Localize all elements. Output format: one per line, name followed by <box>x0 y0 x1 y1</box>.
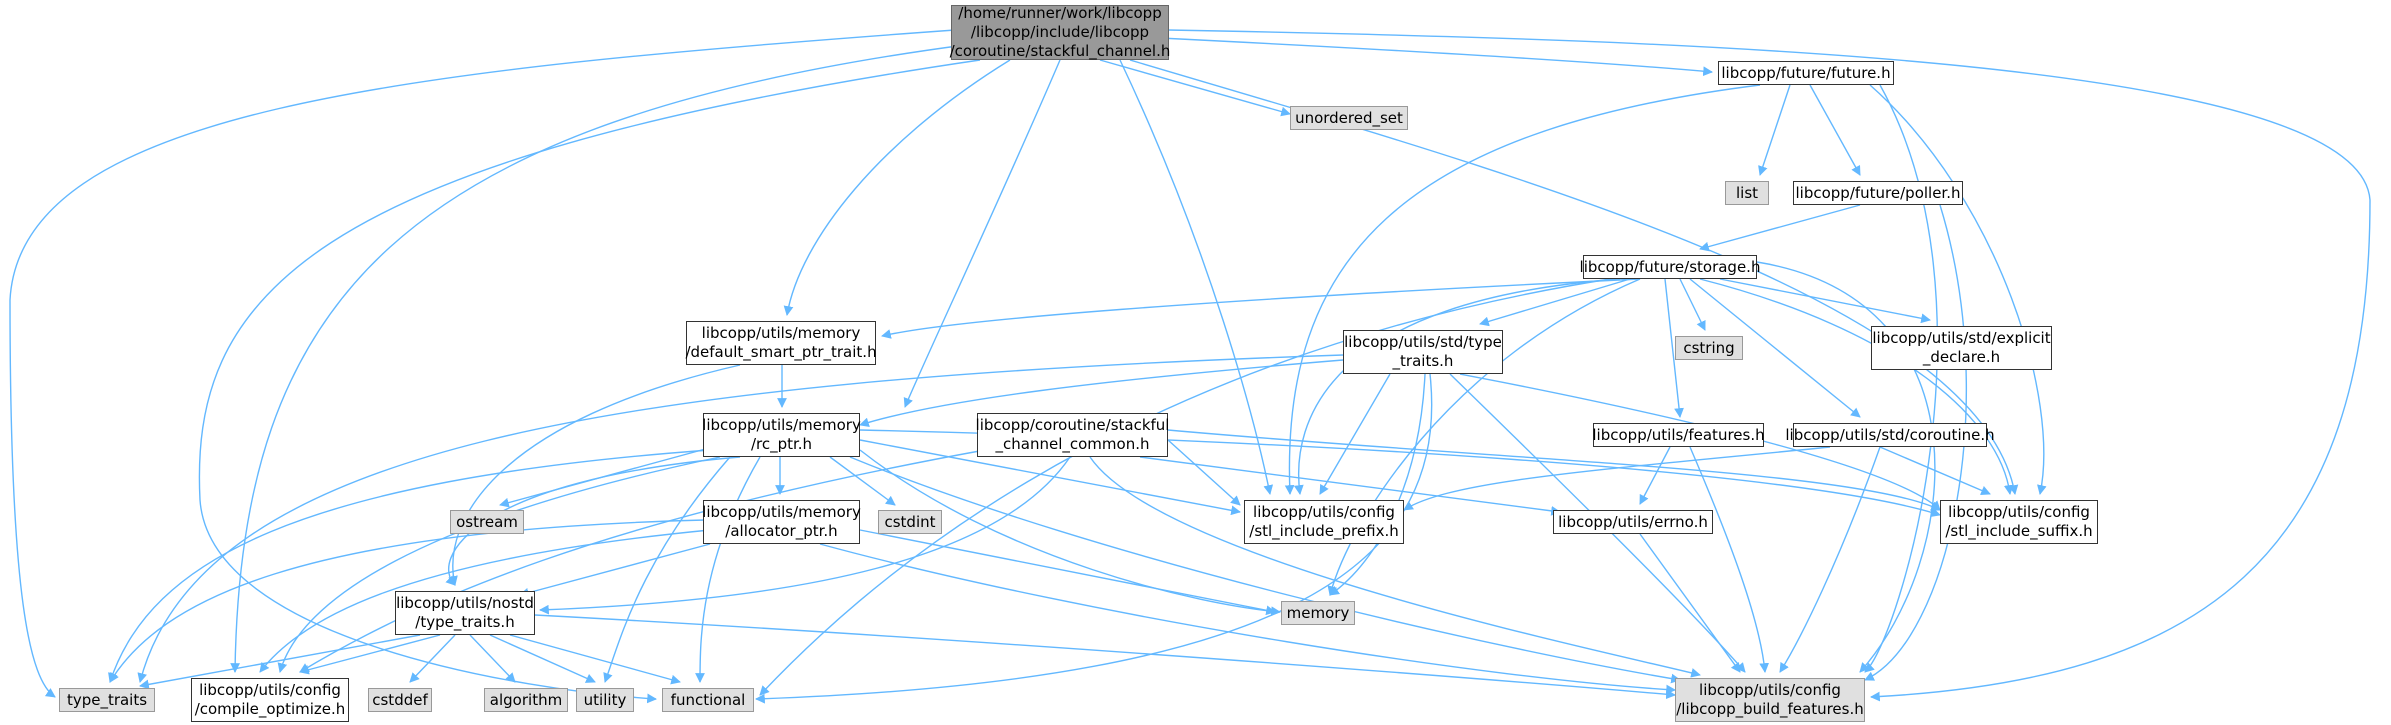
node-poller-h[interactable]: libcopp/future/poller.h <box>1793 181 1963 205</box>
edge-nostd-functional <box>509 634 681 685</box>
edge-rc-ptr-memory <box>859 449 1281 617</box>
node-root-stackful-channel[interactable]: /home/runner/work/libcopp /libcopp/inclu… <box>949 4 1171 60</box>
edge-stdtt-stl-suffix <box>1459 373 1941 511</box>
node-std-coroutine[interactable]: libcopp/utils/std/coroutine.h <box>1785 423 1995 447</box>
edge-stackful-errno <box>1139 456 1561 516</box>
node-list: list <box>1725 181 1769 205</box>
edge-future-stl-prefix <box>1284 84 1761 495</box>
edge-storage-explicit-declare <box>1719 278 1931 324</box>
node-cstring: cstring <box>1675 336 1743 360</box>
edge-stackful-build-features <box>1089 456 1701 678</box>
edge-future-poller <box>1809 84 1861 176</box>
edge-rc-ptr-utility <box>603 456 731 683</box>
edge-storage-features <box>1664 278 1684 418</box>
edge-stackful-nostd <box>539 456 1071 615</box>
edge-nostd-compile-optimize <box>299 634 441 675</box>
node-rc-ptr[interactable]: libcopp/utils/memory /rc_ptr.h <box>702 413 861 457</box>
edge-allocator-memory <box>859 529 1276 616</box>
edge-coroutine-build-features <box>1779 446 1881 673</box>
node-libcopp-build-features[interactable]: libcopp/utils/config /libcopp_build_feat… <box>1675 678 1865 722</box>
edge-nostd-algorithm <box>469 634 516 683</box>
edge-features-build-features <box>1689 446 1770 673</box>
edge-stackful-compile-optimize <box>299 449 986 673</box>
node-future-h[interactable]: libcopp/future/future.h <box>1718 61 1894 85</box>
node-stackful-channel-common[interactable]: libcopp/coroutine/stackful _channel_comm… <box>976 413 1169 457</box>
node-allocator-ptr[interactable]: libcopp/utils/memory /allocator_ptr.h <box>702 500 861 544</box>
edge-rc-ptr-stl-prefix <box>859 439 1241 516</box>
edge-coroutine-stl-suffix <box>1879 446 1991 496</box>
edge-storage-std-type-traits <box>1479 278 1631 327</box>
node-features-h[interactable]: libcopp/utils/features.h <box>1592 423 1765 447</box>
edge-root-default-smart-ptr <box>783 59 1011 316</box>
edge-allocator-compile-optimize <box>259 529 711 673</box>
node-nostd-type-traits[interactable]: libcopp/utils/nostd /type_traits.h <box>395 591 535 635</box>
edge-poller-storage <box>1699 204 1861 252</box>
node-functional: functional <box>662 688 754 712</box>
edge-root-future <box>1159 37 1713 77</box>
edge-rc-ptr-functional <box>695 456 761 683</box>
edge-storage-std-coroutine <box>1689 278 1861 418</box>
node-errno-h[interactable]: libcopp/utils/errno.h <box>1553 510 1713 534</box>
node-cstdint: cstdint <box>878 510 942 534</box>
edge-errno-build-features <box>1639 533 1741 673</box>
edge-nostd-utility <box>489 634 596 683</box>
edge-root-build-features <box>1167 29 2371 702</box>
edge-nostd-build-features <box>534 614 1676 700</box>
node-memory: memory <box>1281 601 1355 625</box>
edge-rc-ptr-cstdint <box>829 456 896 506</box>
node-default-smart-ptr-trait[interactable]: libcopp/utils/memory /default_smart_ptr_… <box>685 321 877 365</box>
edge-stdtt-type-traits <box>137 354 1344 683</box>
edge-stdtt-build-features <box>1449 373 1746 673</box>
edge-default-smart-ptr-nostd <box>448 364 741 586</box>
edge-allocator-type-traits <box>109 519 706 683</box>
node-stl-include-prefix[interactable]: libcopp/utils/config /stl_include_prefix… <box>1244 500 1404 544</box>
edge-future-list <box>1758 84 1791 176</box>
edge-features-errno <box>1639 446 1671 505</box>
edge-storage-cstring <box>1679 278 1706 331</box>
edge-root-compile-optimize <box>230 44 966 673</box>
edge-rc-ptr-type-traits <box>108 449 711 683</box>
edge-coroutine-stl-prefix <box>1403 446 1831 511</box>
node-compile-optimize[interactable]: libcopp/utils/config /compile_optimize.h <box>191 678 349 722</box>
edge-rc-ptr-compile-optimize <box>277 456 721 673</box>
edge-stdtt-rc-ptr <box>859 359 1344 428</box>
edge-root-type-traits <box>9 29 956 698</box>
edge-root-functional <box>198 59 981 704</box>
edge-root-stackful-common <box>903 59 1061 408</box>
node-storage-h[interactable]: libcopp/future/storage.h <box>1580 255 1760 279</box>
edge-stackful-stl-suffix <box>1167 429 1941 511</box>
edge-root-stl-prefix <box>1119 59 1274 495</box>
edge-future-stl-suffix <box>1869 84 2047 495</box>
edge-rc-ptr-ostream <box>499 444 721 508</box>
edge-stdtt-stl-prefix <box>1319 373 1391 495</box>
edge-nostd-type-traits <box>139 634 421 690</box>
edge-storage-default-smart-ptr <box>881 278 1641 339</box>
node-utility: utility <box>576 688 634 712</box>
edge-rc-ptr-build-features <box>849 456 1681 684</box>
edge-storage-functional <box>759 278 1611 696</box>
node-ostream: ostream <box>450 510 524 534</box>
edge-allocator-build-features <box>819 543 1676 695</box>
node-type-traits: type_traits <box>59 688 155 712</box>
node-cstddef: cstddef <box>368 688 432 712</box>
node-unordered-set: unordered_set <box>1290 106 1408 130</box>
edge-nostd-cstddef <box>409 634 456 683</box>
node-stl-include-suffix[interactable]: libcopp/utils/config /stl_include_suffix… <box>1940 500 2098 544</box>
edge-stackful-stl-prefix <box>1167 439 1241 506</box>
edge-root-unordered-set <box>1099 59 1291 117</box>
node-algorithm: algorithm <box>484 688 568 712</box>
edge-storage-memory <box>1327 278 1641 596</box>
edge-allocator-nostd <box>519 543 711 598</box>
node-std-type-traits[interactable]: libcopp/utils/std/type _traits.h <box>1343 330 1503 374</box>
node-explicit-declare[interactable]: libcopp/utils/std/explicit _declare.h <box>1871 326 2052 370</box>
edge-storage-stl-suffix <box>1699 278 2014 495</box>
